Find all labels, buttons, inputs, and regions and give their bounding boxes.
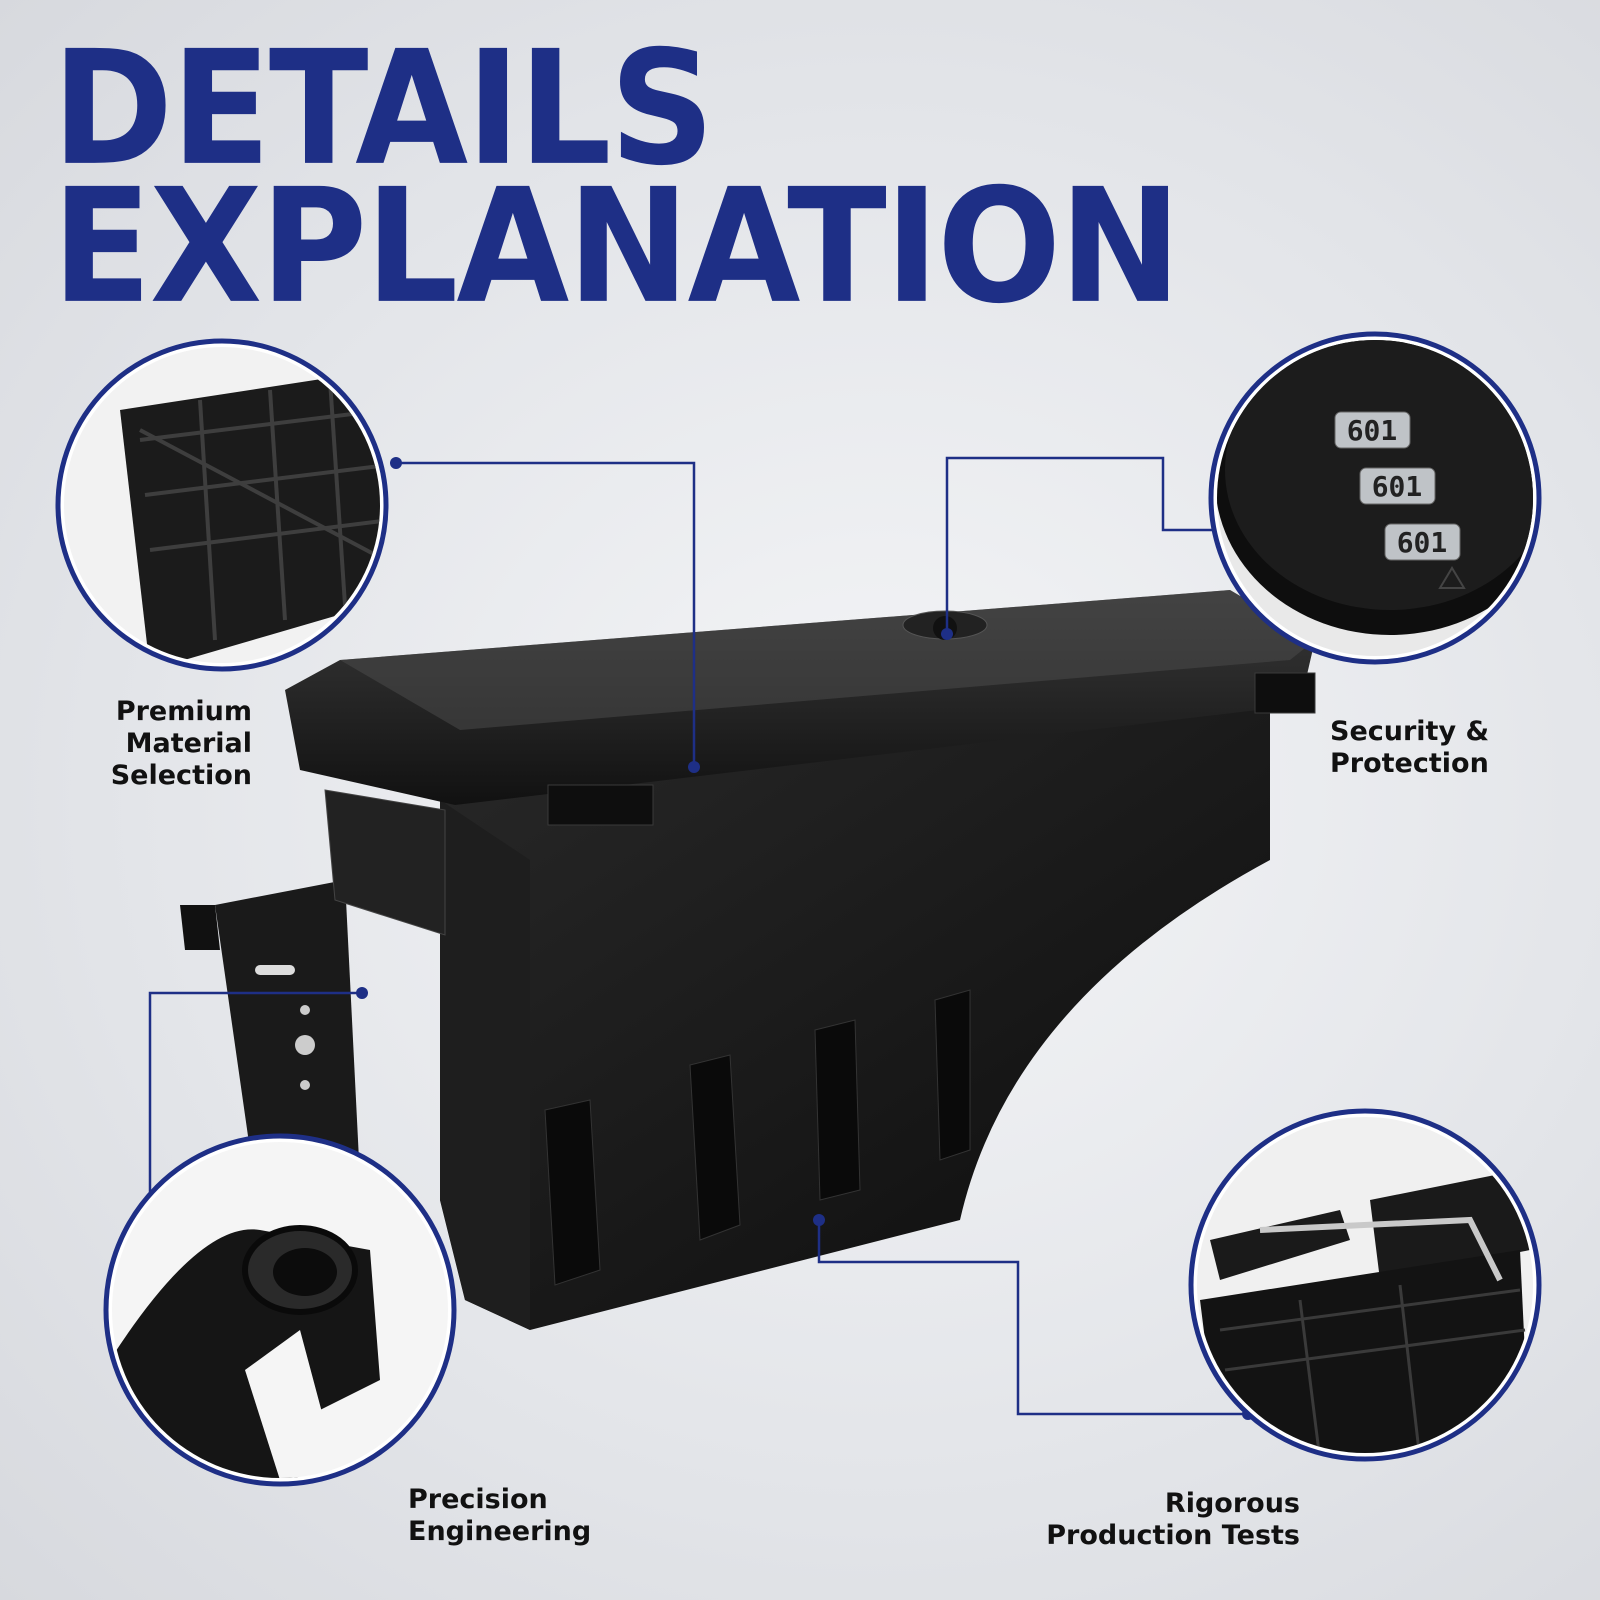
heading-line-2: EXPLANATION [52,155,1181,339]
lock-dial-1-digits: 601 [1347,414,1398,447]
heading-line-1: DETAILS [52,17,715,201]
detail-circle-interior [1188,1108,1542,1462]
detail-circle-combination-lock: 601 601 601 [1208,331,1542,665]
lock-dial-2-digits: 601 [1372,470,1423,503]
detail-circle-lid-underside [55,338,389,672]
leader-security [945,456,1234,634]
leader-precision [148,991,362,1230]
feature-label-precision-engineering: Precision Engineering [408,1484,592,1547]
feature-label-premium-material: Premium Material Selection [110,696,252,791]
feature-label-security-protection: Security & Protection [1330,716,1490,779]
detail-circle-hinge [103,1133,457,1487]
leader-premium [396,461,696,767]
feature-label-rigorous-tests: Rigorous Production Tests [1046,1488,1300,1551]
lock-dial-3[interactable]: 601 [1384,523,1461,561]
tool-box [180,590,1316,1330]
lock-dial-3-digits: 601 [1397,526,1448,559]
leader-rigorous [817,1220,1248,1416]
lock-dial-2[interactable]: 601 [1359,467,1436,505]
leader-lines [148,456,1248,1416]
lock-dial-1[interactable]: 601 [1334,411,1411,449]
